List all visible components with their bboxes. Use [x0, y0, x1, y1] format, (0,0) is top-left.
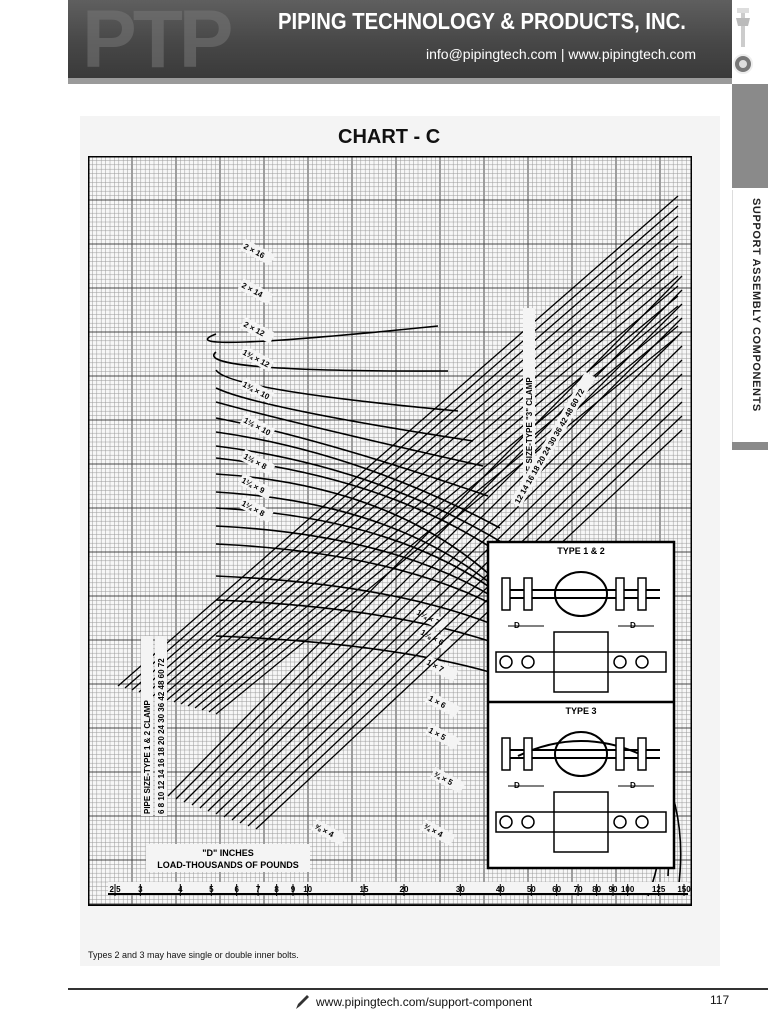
clamp12-line	[152, 245, 679, 697]
section-tab-label: SUPPORT ASSEMBLY COMPONENTS	[750, 198, 762, 412]
clamp12-line	[159, 255, 679, 699]
clamp12-label: PIPE SIZE-TYPE 1 & 2 CLAMP	[141, 636, 153, 816]
x-tick-label: 40	[496, 885, 505, 894]
x-tick-label: 6	[234, 885, 239, 894]
clamp12-line	[208, 325, 679, 713]
x-tick-label: 2.5	[109, 885, 121, 894]
side-accent	[732, 84, 768, 188]
clamp12-line	[187, 295, 679, 707]
clamp3-line	[215, 359, 683, 815]
footer-url[interactable]: www.pipingtech.com/support-component	[316, 995, 533, 1009]
clamp3-line	[247, 415, 683, 827]
clamp3-line	[207, 345, 683, 812]
side-accent-bottom	[732, 442, 768, 450]
diagram-type12-label: TYPE 1 & 2	[557, 546, 605, 556]
clamp12-line	[117, 195, 679, 687]
type3-clamp-drawing: DD	[495, 731, 667, 853]
load-curve	[215, 401, 484, 467]
clamp3-line	[239, 401, 683, 824]
x-tick-label: 4	[178, 885, 183, 894]
clamp3-line	[183, 303, 683, 803]
header-stripe	[68, 78, 732, 84]
x-tick-label: 80	[592, 885, 601, 894]
section-tab	[732, 190, 768, 442]
company-seal-icon	[733, 8, 753, 74]
x-tick-label: 100	[621, 885, 635, 894]
load-curve	[206, 325, 439, 344]
header-banner	[68, 0, 732, 78]
x-tick-label: 15	[360, 885, 369, 894]
clamp12-title: PIPE SIZE-TYPE 1 & 2 CLAMP	[143, 700, 152, 814]
clamp3-line	[223, 373, 683, 818]
chart-title: CHART - C	[338, 126, 441, 148]
company-name: PIPING TECHNOLOGY & PRODUCTS, INC.	[278, 8, 686, 34]
clamp3-line	[231, 387, 683, 821]
legend-load: LOAD-THOUSANDS OF POUNDS	[157, 860, 299, 870]
legend-box	[146, 844, 310, 872]
x-tick-label: 3	[138, 885, 143, 894]
clamp3-line	[199, 331, 683, 809]
x-tick-label: 30	[456, 885, 465, 894]
pen-icon	[296, 995, 309, 1009]
clamp12-line	[131, 215, 679, 691]
x-tick-label: 20	[400, 885, 409, 894]
load-curve	[215, 387, 474, 442]
x-tick-label: 9	[291, 885, 296, 894]
clamp12-line	[124, 205, 679, 689]
clamp12-line	[166, 265, 679, 701]
type12-clamp-drawing: DD	[495, 571, 667, 693]
x-tick-label: 50	[527, 885, 536, 894]
ptp-logo-watermark: PTP	[82, 0, 233, 85]
clamp12-size-list: 6 8 10 12 14 16 18 20 24 30 36 42 48 60 …	[157, 658, 166, 814]
clamp12-line	[173, 275, 679, 703]
x-tick-label: 150	[677, 885, 691, 894]
clamp-diagram: TYPE 1 & 2 TYPE 3 DD DD	[486, 540, 676, 870]
clamp3-line	[175, 289, 683, 800]
clamp3-line	[191, 317, 683, 806]
x-tick-label: 8	[274, 885, 279, 894]
clamp12-line	[138, 225, 679, 693]
clamp12-line	[180, 285, 679, 705]
clamp12-sizes: 6 8 10 12 14 16 18 20 24 30 36 42 48 60 …	[155, 636, 167, 816]
x-tick-label: 5	[209, 885, 214, 894]
x-tick-label: 90	[609, 885, 618, 894]
clamp3-label: PIPE SIZE-TYPE "3" CLAMP	[523, 308, 535, 486]
contact-info: info@pipingtech.com | www.pipingtech.com	[426, 46, 696, 62]
clamp3-line	[167, 275, 683, 797]
clamp12-line	[194, 305, 679, 709]
x-tick-label: 10	[303, 885, 312, 894]
clamp12-line	[145, 235, 679, 695]
x-tick-label: 125	[652, 885, 666, 894]
clamp3-line	[255, 429, 683, 830]
clamp12-line	[201, 315, 679, 711]
x-tick-label: 7	[256, 885, 261, 894]
footer-rule	[68, 988, 768, 990]
x-tick-label: 60	[552, 885, 561, 894]
diagram-type3-label: TYPE 3	[565, 706, 596, 716]
x-tick-label: 70	[574, 885, 583, 894]
load-curve	[215, 369, 459, 412]
chart-note: Types 2 and 3 may have single or double …	[88, 950, 299, 960]
legend-d-inches: "D" INCHES	[202, 848, 254, 858]
clamp3-title: PIPE SIZE-TYPE "3" CLAMP	[525, 377, 534, 484]
page-number: 117	[710, 993, 730, 1007]
